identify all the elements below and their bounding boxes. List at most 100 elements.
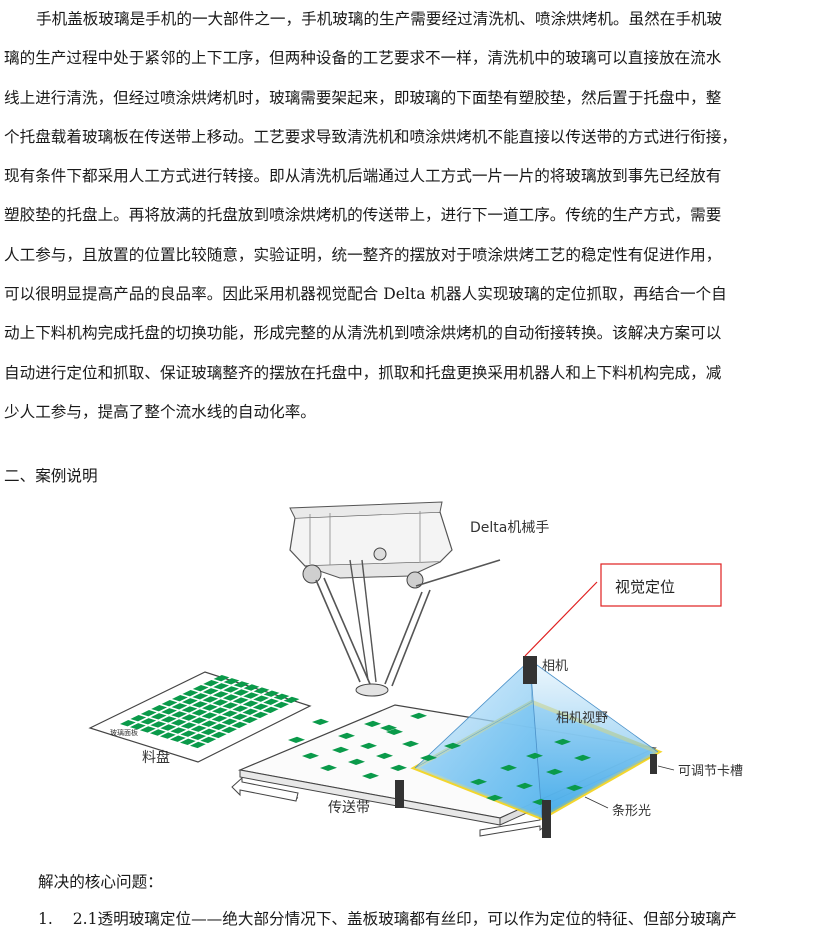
paragraph-line: 可以很明显提高产品的良品率。因此采用机器视觉配合 Delta 机器人实现玻璃的定…	[4, 285, 727, 304]
glass-piece	[191, 709, 208, 716]
glass-piece	[223, 686, 239, 693]
glass-piece	[320, 764, 337, 771]
glass-piece	[202, 688, 219, 695]
glass-piece	[402, 740, 419, 747]
callout-line	[524, 581, 598, 657]
glass-piece	[312, 718, 329, 725]
slot-post	[542, 800, 551, 838]
glass-piece	[242, 700, 259, 707]
conveyor-label: 传送带	[328, 800, 370, 816]
glass-piece	[161, 700, 178, 707]
glass-piece	[150, 729, 166, 736]
glass-piece	[140, 710, 157, 717]
glass-piece	[211, 723, 227, 730]
glass-piece	[181, 706, 198, 713]
glass-piece	[171, 703, 188, 710]
glass-piece	[364, 720, 381, 727]
glass-piece	[213, 683, 229, 690]
paragraph-line: 现有条件下都采用人工方式进行转接。即从清洗机后端通过人工方式一片一片的将玻璃放到…	[4, 167, 722, 186]
glass-piece	[191, 717, 207, 724]
glass-piece	[200, 728, 217, 735]
glass-piece	[516, 782, 533, 789]
camera-label: 相机	[542, 659, 568, 674]
glass-piece	[130, 715, 147, 722]
glass-piece	[263, 690, 280, 697]
tray-small-label: 玻璃面板	[110, 728, 138, 737]
glass-piece	[140, 718, 157, 725]
glass-piece	[180, 738, 196, 745]
glass-piece	[212, 699, 229, 706]
glass-piece	[202, 704, 218, 711]
glass-piece	[222, 702, 239, 709]
tray-glass-grid	[120, 675, 300, 749]
glass-piece	[180, 730, 197, 737]
glass-piece	[182, 690, 199, 697]
tray: 玻璃面板 料盘	[88, 671, 312, 766]
glass-piece	[243, 684, 260, 691]
glass-piece	[150, 713, 167, 720]
glass-piece	[151, 705, 167, 712]
glass-piece	[262, 706, 279, 714]
intro-paragraph: 手机盖板玻璃是手机的一大部件之一，手机玻璃的生产需要经过清洗机、喷涂烘烤机。虽然…	[4, 0, 816, 432]
glass-piece	[546, 768, 563, 775]
glass-piece	[283, 696, 300, 704]
glass-piece	[170, 719, 187, 726]
glass-piece	[180, 722, 197, 729]
slot-post	[650, 754, 657, 774]
section-heading: 二、案例说明	[4, 467, 98, 485]
glass-piece	[160, 724, 177, 731]
glass-piece	[348, 758, 365, 765]
glass-piece	[444, 742, 461, 749]
glass-piece	[222, 710, 238, 717]
glass-piece	[470, 778, 487, 785]
glass-piece	[213, 675, 230, 682]
paragraph-line: 个托盘载着玻璃板在传送带上移动。工艺要求导致清洗机和喷涂烘烤机不能直接以传送带的…	[4, 127, 737, 146]
glass-piece	[273, 693, 290, 700]
camera-field-of-view	[410, 659, 663, 821]
system-figure: Delta机械手 玻璃面板 料盘 传送带 相机 相机视野 视觉定位	[88, 501, 743, 838]
glass-piece	[566, 784, 583, 791]
list-text: 2.1透明玻璃定位——绝大部分情况下、盖板玻璃都有丝印，可以作为定位的特征、但部…	[72, 910, 737, 928]
paragraph-line: 动上下料机构完成托盘的切换功能，形成完整的从清洗机到喷涂烘烤机的自动衔接转换。该…	[4, 324, 722, 343]
glass-piece	[201, 720, 217, 727]
glass-piece	[181, 714, 197, 721]
glass-piece	[221, 718, 238, 725]
callout-box	[600, 563, 722, 607]
glass-piece	[410, 712, 427, 719]
glass-piece	[252, 703, 269, 710]
glass-piece	[252, 711, 269, 719]
glass-piece	[201, 712, 218, 719]
glass-piece	[243, 692, 259, 699]
glass-piece	[242, 708, 259, 715]
glass-piece	[574, 754, 591, 761]
glass-piece	[171, 711, 187, 718]
glass-piece	[200, 736, 217, 744]
glass-piece	[554, 738, 571, 745]
glass-piece	[203, 680, 219, 687]
glass-piece	[160, 732, 176, 739]
glass-piece	[263, 698, 279, 705]
glass-piece	[172, 695, 188, 702]
glass-piece	[192, 701, 208, 708]
glass-piece	[500, 764, 517, 771]
fov-label: 相机视野	[556, 711, 608, 726]
glass-piece	[232, 697, 249, 704]
paragraph-line: 线上进行清洗，但经过喷涂烘烤机时，玻璃需要架起来，即玻璃的下面垫有塑胶垫，然后置…	[4, 88, 722, 107]
glass-piece	[161, 708, 177, 715]
glass-piece	[222, 694, 239, 701]
glass-piece	[120, 720, 136, 727]
glass-piece	[386, 728, 403, 735]
glass-piece	[232, 705, 249, 712]
paragraph-line: 璃的生产过程中处于紧邻的上下工序，但两种设备的工艺要求不一样，清洗机中的玻璃可以…	[4, 49, 722, 68]
glass-piece	[338, 732, 355, 739]
glass-piece	[253, 687, 270, 694]
glass-piece	[170, 727, 187, 734]
glass-piece	[170, 735, 186, 742]
core-problem-heading: 解决的核心问题：	[38, 873, 163, 891]
glass-piece	[211, 715, 228, 722]
glass-piece	[232, 713, 248, 720]
paragraph-line: 人工参与，且放置的位置比较随意，实验证明，统一整齐的摆放对于喷涂烘烤工艺的稳定性…	[4, 245, 722, 264]
glass-piece	[190, 725, 207, 732]
paragraph-line: 少人工参与，提高了整个流水线的自动化率。	[4, 402, 316, 421]
glass-piece	[212, 707, 228, 714]
